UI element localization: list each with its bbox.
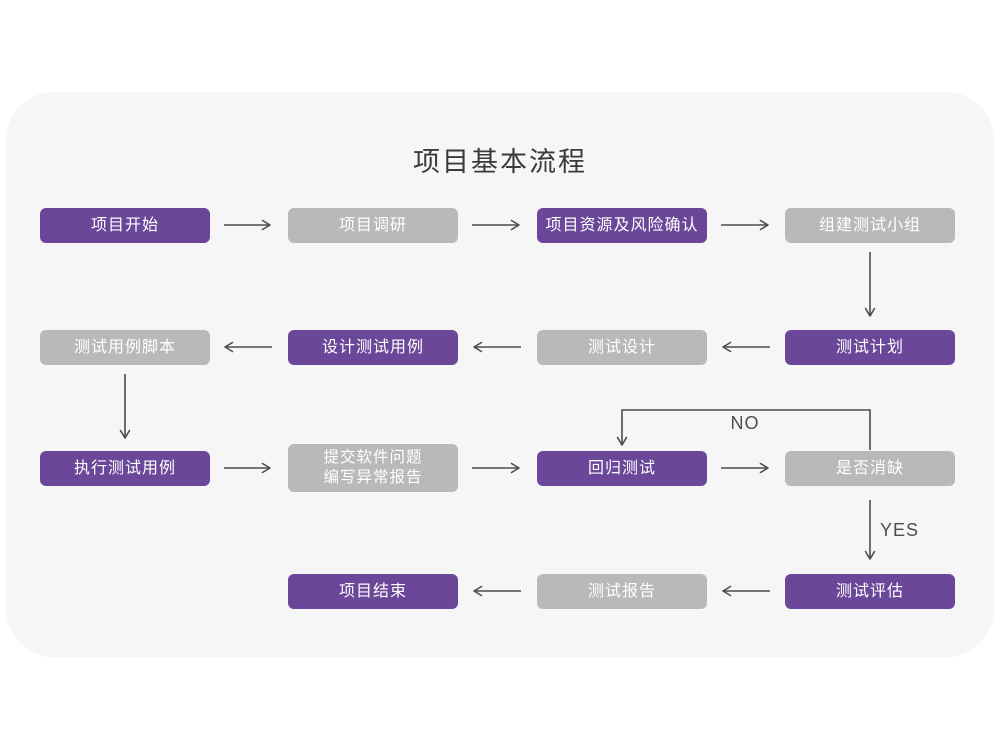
branch-label-yes: YES [880,520,920,540]
flow-node-submit-issue-report: 提交软件问题 编写异常报告 [288,444,458,492]
diagram-title: 项目基本流程 [413,147,587,177]
flow-node-test-plan: 测试计划 [785,330,955,365]
flow-node-project-start: 项目开始 [40,208,210,243]
flow-node-submit-line2: 编写异常报告 [323,469,423,486]
flowchart-card [6,92,994,657]
flow-node-test-design: 测试设计 [537,330,707,365]
flow-node-design-test-case: 设计测试用例 [288,330,458,365]
flow-node-test-evaluation: 测试评估 [785,574,955,609]
flow-node-build-test-team: 组建测试小组 [785,208,955,243]
flow-node-test-report: 测试报告 [537,574,707,609]
branch-label-no: NO [730,413,760,433]
flow-node-regression-test: 回归测试 [537,451,707,486]
flow-node-submit-line1: 提交软件问题 [323,449,423,466]
flow-node-project-survey: 项目调研 [288,208,458,243]
flow-node-defect-cleared-check: 是否消缺 [785,451,955,486]
flow-node-resources-risk: 项目资源及风险确认 [537,208,707,243]
flow-node-project-end: 项目结束 [288,574,458,609]
flow-node-test-case-script: 测试用例脚本 [40,330,210,365]
flow-node-execute-test-case: 执行测试用例 [40,451,210,486]
